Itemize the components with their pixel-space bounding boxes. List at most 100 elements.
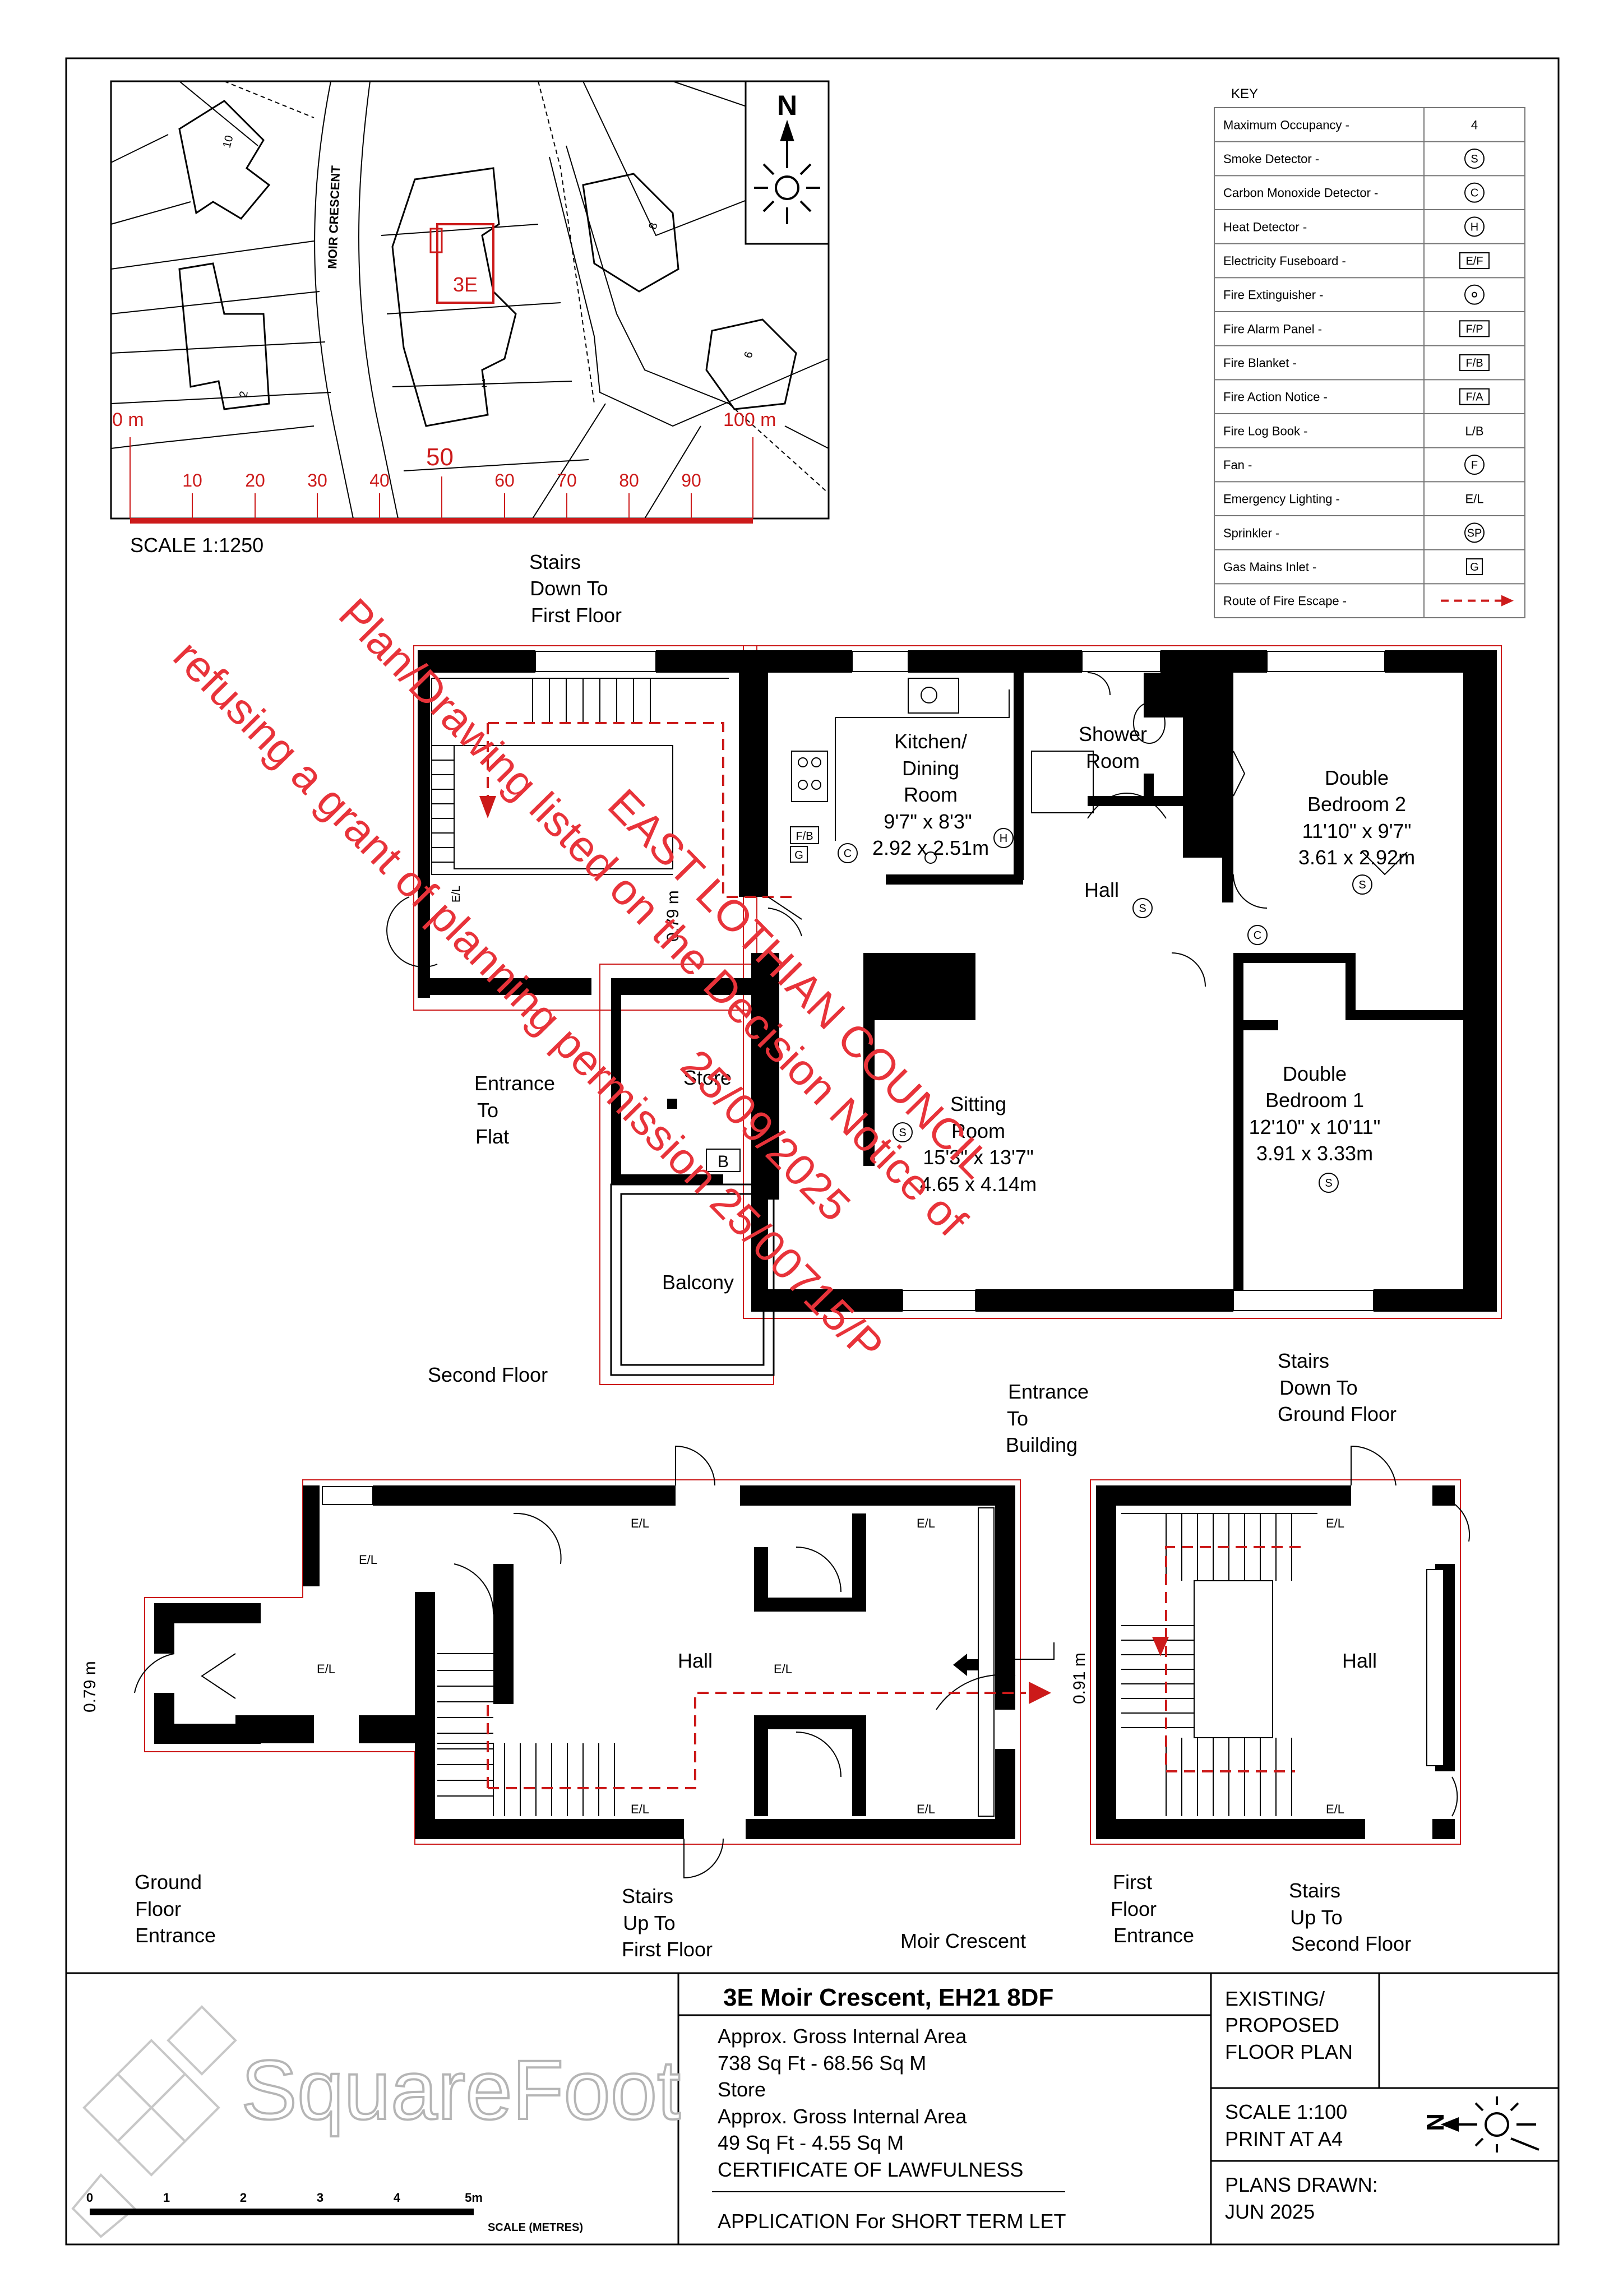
stairs-up-second-label: Stairs (1289, 1879, 1340, 1902)
key-symbol-text: F/B (1465, 357, 1483, 369)
smoke-detector-bedroom1: S (1325, 1177, 1332, 1189)
first-entrance-label: Entrance (1113, 1924, 1194, 1947)
kitchen-label: Room (904, 783, 958, 806)
map-scale-tick: 30 (307, 470, 327, 490)
key-row-label: Smoke Detector - (1223, 152, 1319, 166)
key-symbol-circle (1464, 522, 1485, 543)
metre-scale-tick: 1 (163, 2191, 170, 2205)
map-scale-tick: 70 (557, 470, 577, 490)
co-detector-kitchen: C (844, 848, 852, 860)
smoke-detector-sitting: S (899, 1127, 906, 1139)
entrance-label: Entrance (474, 1072, 555, 1095)
bedroom2-dim-imperial: 11'10" x 9'7" (1302, 820, 1412, 843)
bedroom2-label: Double (1325, 766, 1389, 789)
ground-dim-091: 0.91 m (1070, 1652, 1089, 1704)
entrance-building-label: Entrance (1008, 1380, 1089, 1403)
stairs-up-second-label: Second Floor (1291, 1932, 1411, 1955)
stairs-up-second-label: Up To (1290, 1906, 1342, 1929)
stairs-label-line: First Floor (531, 604, 622, 627)
metre-scale-tick: 5m (465, 2191, 483, 2205)
boiler-symbol (706, 1149, 741, 1172)
house-number-8: 8 (647, 221, 660, 230)
first-floor-route-arrowhead (1152, 1637, 1169, 1656)
plan-type-line: EXISTING/ (1225, 1987, 1325, 2010)
key-symbol-text: L/B (1465, 424, 1483, 438)
ground-floor-plan: E/L E/L E/L E/L E/L E/L E/L Hall 0.79 m … (81, 1380, 1089, 1961)
heat-detector-kitchen: H (1000, 832, 1007, 845)
kitchen-label: Kitchen/ (894, 730, 967, 753)
entrance-label: To (477, 1099, 498, 1122)
balcony-label: Balcony (662, 1271, 734, 1294)
certificate-label: CERTIFICATE OF LAWFULNESS (718, 2158, 1023, 2181)
first-el-1: E/L (1326, 1516, 1344, 1530)
key-symbol-text: E/L (1465, 492, 1483, 506)
bedroom1-label: Bedroom 1 (1265, 1089, 1364, 1112)
ground-el-5: E/L (917, 1516, 935, 1530)
metre-scale-bar (90, 2209, 474, 2215)
ground-el-3: E/L (631, 1516, 649, 1530)
map-scale-tick: 20 (245, 470, 265, 490)
bedroom2-label: Bedroom 2 (1307, 793, 1406, 816)
sitting-label: Room (951, 1119, 1005, 1142)
stairs-label-line: Down To (530, 577, 608, 600)
second-floor-dim-079: 0.79 m (664, 890, 682, 942)
map-scale-ticks: 10 20 30 40 60 70 80 90 (182, 470, 701, 490)
metre-scale-tick: 0 (86, 2191, 93, 2205)
plans-drawn-line: JUN 2025 (1225, 2200, 1315, 2223)
ground-el-7: E/L (917, 1802, 935, 1816)
bedroom2-dim-metric: 3.61 x 2.92m (1298, 846, 1415, 869)
map-scale-tick: 90 (681, 470, 701, 490)
stairs-up-first-label: First Floor (622, 1938, 713, 1961)
key-row-label: Fire Extinguisher - (1223, 288, 1324, 302)
key-symbol-box (1459, 252, 1490, 269)
key-symbol-box (1459, 354, 1490, 371)
ground-entrance-label: Entrance (135, 1924, 216, 1947)
key-row-label: Fire Blanket - (1223, 356, 1297, 370)
sheet-border (65, 57, 1560, 2246)
ground-entrance-label: Floor (135, 1897, 181, 1920)
fire-route-arrow-icon (1501, 595, 1514, 607)
area-line: 49 Sq Ft - 4.55 Sq M (718, 2131, 904, 2154)
title-north-label: N (1421, 2113, 1449, 2131)
scale-line: PRINT AT A4 (1225, 2127, 1343, 2150)
key-symbol-text: H (1471, 221, 1478, 233)
area-line: Approx. Gross Internal Area (718, 2025, 967, 2048)
key-row-label: Fire Action Notice - (1223, 390, 1328, 404)
second-floor-plan: B F/B G C H S S C S S E/L 0.79 m (386, 550, 1502, 1386)
entrance-building-label: Building (1006, 1433, 1078, 1456)
second-floor-route-arrowhead (479, 796, 496, 818)
fire-extinguisher-dot (1472, 291, 1477, 298)
key-row-label: Fan - (1223, 458, 1252, 472)
key-row-label: Maximum Occupancy - (1223, 118, 1349, 132)
house-number-1: 1 (481, 377, 487, 390)
map-scale-tick: 40 (369, 470, 390, 490)
key-row-label: Carbon Monoxide Detector - (1223, 186, 1378, 200)
plan-type-line: PROPOSED (1225, 2013, 1339, 2036)
ground-hall-label: Hall (678, 1649, 713, 1672)
metre-scale-tick: 2 (240, 2191, 247, 2205)
key-symbol-box (1459, 320, 1490, 337)
sitting-dim-metric: 4.65 x 4.14m (920, 1173, 1037, 1196)
key-symbol-box (1466, 558, 1483, 575)
stairs-down-ground-label: Ground Floor (1278, 1402, 1397, 1425)
entrance-building-label: To (1007, 1407, 1028, 1430)
plan-type-line: FLOOR PLAN (1225, 2040, 1353, 2063)
metre-scale-tick: 4 (394, 2191, 401, 2205)
location-map: 3E MOIR CRESCENT 10 8 6 2 1 N 0 m 100 m … (110, 80, 830, 557)
metre-scale-caption: SCALE (METRES) (488, 2221, 583, 2234)
map-scale-tick: 80 (619, 470, 639, 490)
entrance-label: Flat (475, 1125, 509, 1148)
sitting-dim-imperial: 15'3" x 13'7" (923, 1146, 1033, 1169)
key-symbol-text: F (1471, 459, 1478, 471)
key-symbol-text: E/F (1465, 255, 1483, 267)
brand-name: SquareFoot (241, 2043, 681, 2137)
key-row-label: Heat Detector - (1223, 220, 1307, 234)
ground-floor-stair-treads (437, 1670, 615, 1816)
boiler-label: B (718, 1152, 729, 1171)
map-scale-bar (130, 518, 753, 524)
title-compass-icon (1440, 2096, 1539, 2152)
ground-el-4: E/L (774, 1662, 792, 1676)
key-row-label: Fire Log Book - (1223, 424, 1307, 438)
key-row-label: Gas Mains Inlet - (1223, 560, 1316, 574)
